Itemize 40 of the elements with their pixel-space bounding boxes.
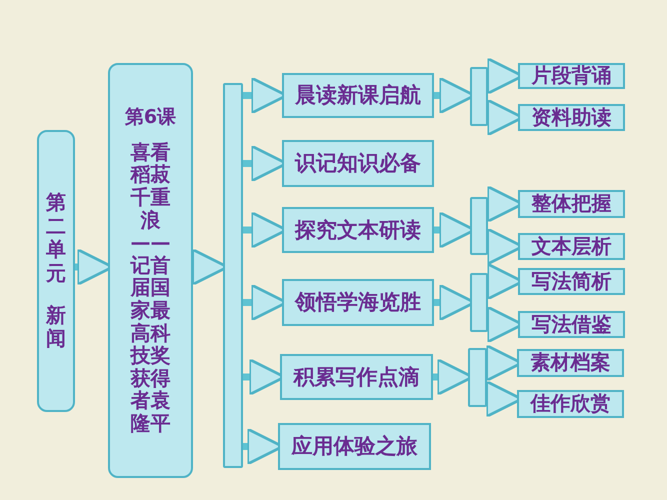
topic-label: 整体把握 bbox=[532, 192, 612, 216]
topic-box bbox=[282, 140, 434, 187]
topic-box bbox=[518, 311, 625, 338]
unit-title: 新闻 bbox=[46, 304, 66, 351]
topic-box bbox=[518, 268, 625, 295]
lesson-subtitle: ——记首届国家最高科技奖获得者袁隆平 bbox=[130, 231, 172, 435]
connector-bar bbox=[468, 348, 487, 407]
topic-box bbox=[518, 190, 625, 218]
topic-box bbox=[282, 73, 434, 118]
topic-box bbox=[280, 354, 433, 400]
topic-label: 佳作欣赏 bbox=[530, 392, 610, 416]
unit-box bbox=[37, 130, 75, 412]
topic-label: 写法简析 bbox=[532, 270, 612, 294]
topic-box bbox=[278, 423, 431, 470]
lesson-number: 第6课 bbox=[124, 106, 176, 129]
topic-box bbox=[518, 104, 625, 131]
topic-label: 识记知识必备 bbox=[295, 151, 421, 176]
topic-box bbox=[518, 63, 625, 89]
topic-box bbox=[282, 279, 434, 326]
connector-bar bbox=[223, 83, 243, 468]
topic-label: 片段背诵 bbox=[532, 64, 612, 88]
topic-label: 资料助读 bbox=[532, 106, 612, 130]
topic-label: 晨读新课启航 bbox=[295, 83, 421, 108]
topic-label: 探究文本研读 bbox=[295, 218, 421, 242]
topic-box bbox=[517, 349, 624, 377]
unit-label: 第二单元 bbox=[46, 191, 66, 286]
topic-box bbox=[282, 207, 434, 253]
topic-label: 积累写作点滴 bbox=[294, 364, 420, 390]
topic-label: 素材档案 bbox=[530, 351, 610, 375]
connector-bar bbox=[470, 197, 488, 255]
topic-label: 应用体验之旅 bbox=[292, 434, 418, 459]
topic-label: 文本层析 bbox=[532, 234, 612, 258]
topic-label: 写法借鉴 bbox=[532, 312, 612, 336]
connector-bar bbox=[470, 273, 488, 332]
topic-box bbox=[518, 233, 625, 260]
topic-label: 领悟学海览胜 bbox=[295, 290, 421, 315]
connector-bar bbox=[470, 67, 488, 126]
lesson-title: 喜看稻菽千重浪 bbox=[130, 140, 172, 232]
topic-box bbox=[517, 390, 624, 418]
lesson-box bbox=[108, 63, 193, 478]
